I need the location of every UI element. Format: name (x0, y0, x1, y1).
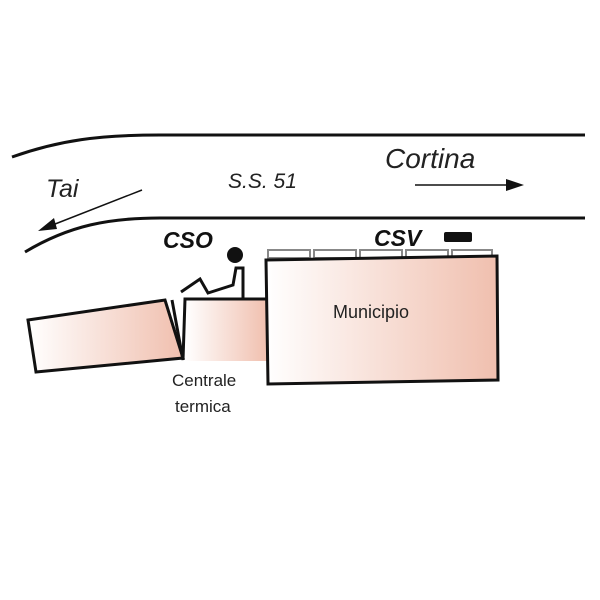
road-south-edge (24, 216, 585, 254)
label-csv: CSV (374, 225, 423, 251)
csv-sensor-icon (444, 232, 472, 242)
left-slab (26, 298, 185, 374)
arrow-to-tai (49, 189, 143, 227)
label-road-name: S.S. 51 (228, 170, 297, 193)
cso-sensor-icon (227, 247, 243, 263)
road-north-edge (11, 133, 585, 159)
label-municipio: Municipio (333, 302, 409, 322)
label-tai: Tai (46, 175, 80, 203)
cso-mast-icon (180, 266, 245, 299)
centrale-termica-building (185, 299, 268, 361)
arrowhead-tai (38, 218, 57, 231)
label-cso: CSO (163, 227, 213, 253)
centrale-outline (170, 297, 268, 361)
label-centrale-2: termica (175, 397, 231, 416)
label-cortina: Cortina (385, 143, 475, 174)
label-centrale-1: Centrale (172, 371, 236, 390)
arrowhead-cortina (506, 179, 524, 191)
municipio-building (264, 254, 500, 386)
